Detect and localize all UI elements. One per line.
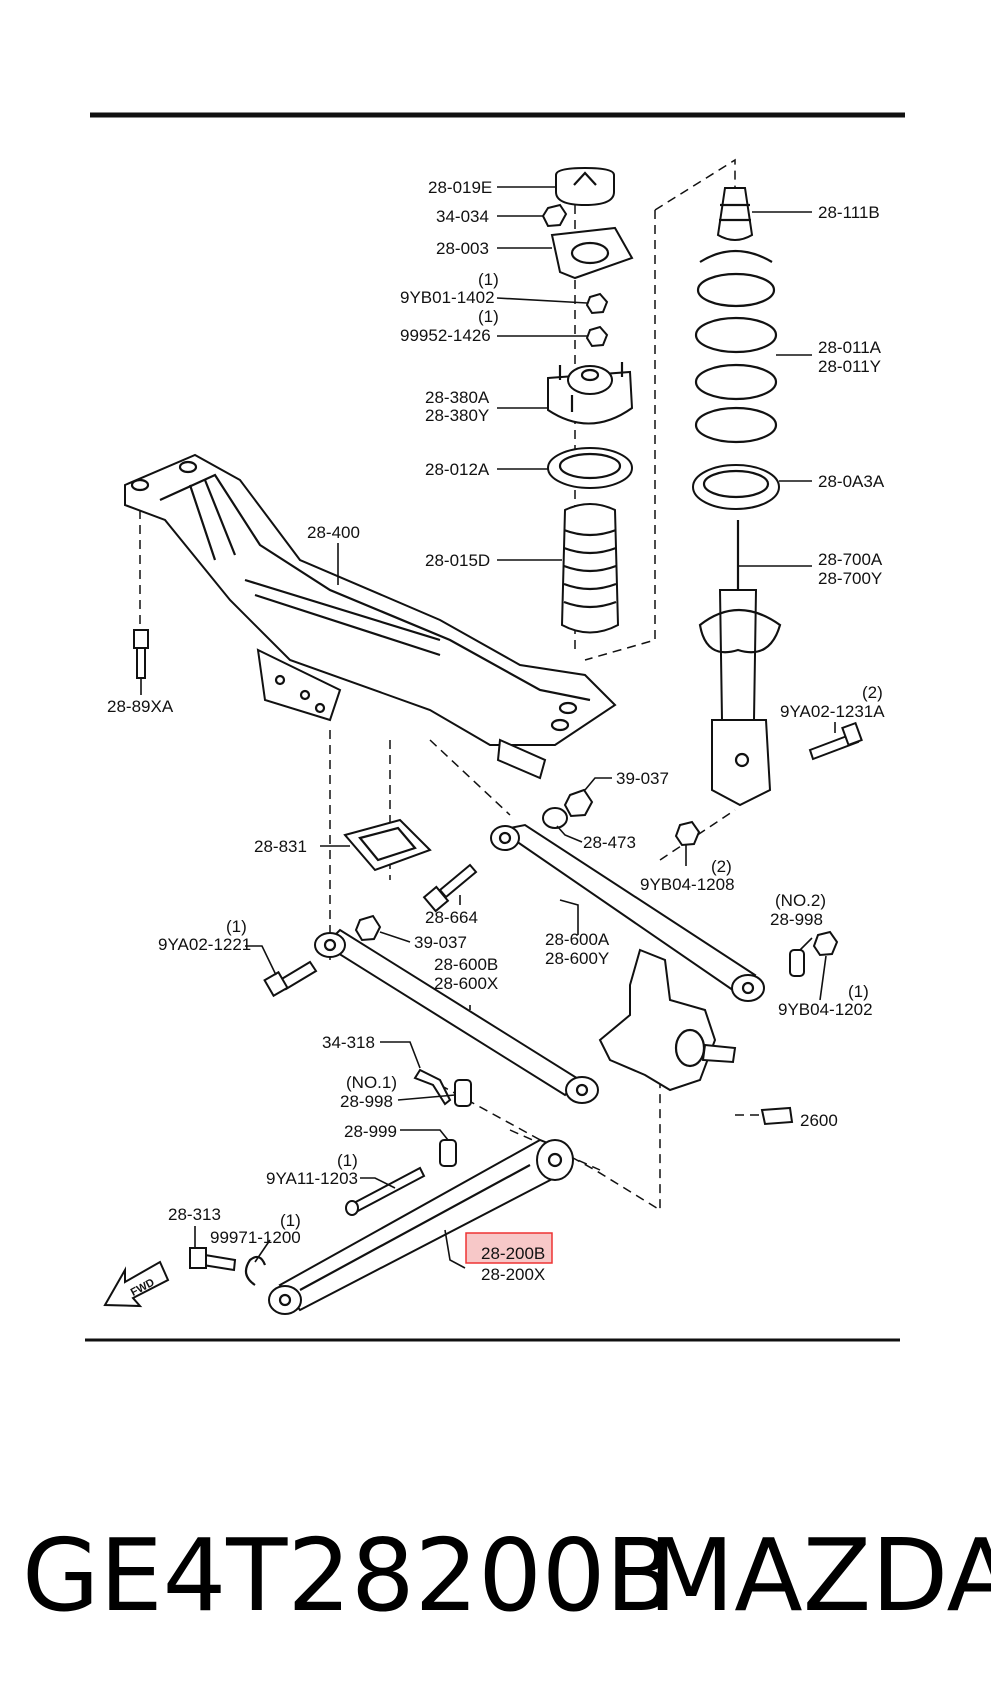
label-28-600B: 28-600B: [434, 955, 498, 974]
strut-mount-28-380: [547, 362, 634, 425]
caption-part-number: GE4T28200B: [22, 1517, 674, 1634]
label-qty-1c: (1): [226, 917, 247, 936]
nut-39-037-lower: [354, 914, 382, 942]
washer-28-998-no1: [454, 1079, 472, 1107]
label-qty-1d: (1): [848, 982, 869, 1001]
crossmember-28-400: [124, 453, 617, 780]
label-28-015D: 28-015D: [425, 551, 490, 570]
label-28-380Y: 28-380Y: [425, 406, 489, 425]
nut-9YB01-1402: [585, 292, 609, 315]
nut-34-034: [541, 203, 568, 228]
label-28-600A: 28-600A: [545, 930, 610, 949]
label-28-700Y: 28-700Y: [818, 569, 882, 588]
label-qty-1a: (1): [478, 270, 499, 289]
washer-28-998-no2: [789, 949, 805, 977]
bolt-9YA02-1221: [263, 960, 318, 998]
dust-boot-28-015D: [560, 503, 620, 634]
label-34-034: 34-034: [436, 207, 489, 226]
label-28-600X: 28-600X: [434, 974, 498, 993]
label-28-473: 28-473: [583, 833, 636, 852]
trailing-link-28-200B: [268, 1138, 574, 1315]
label-28-313: 28-313: [168, 1205, 221, 1224]
bolt-28-89XA: [133, 629, 149, 679]
bolt-9YA11-1203: [345, 1166, 426, 1216]
nut-9YB04-1202: [812, 930, 839, 957]
fwd-arrow: FWD: [103, 1260, 170, 1308]
bump-stop-28-111B: [716, 187, 754, 241]
label-28-0A3A: 28-0A3A: [818, 472, 885, 491]
label-9YB01-1402: 9YB01-1402: [400, 288, 495, 307]
label-28-012A: 28-012A: [425, 460, 490, 479]
label-2600: 2600: [800, 1111, 838, 1130]
label-39-037-lower: 39-037: [414, 933, 467, 952]
part-labels: 28-019E 34-034 28-003 (1) 9YB01-1402 (1)…: [107, 178, 885, 1284]
label-28-998-no1: 28-998: [340, 1092, 393, 1111]
label-9YA02-1221: 9YA02-1221: [158, 935, 251, 954]
label-qty-2a: (2): [862, 683, 883, 702]
label-no1: (NO.1): [346, 1073, 397, 1092]
label-28-019E: 28-019E: [428, 178, 492, 197]
bump-cap-28-019E: [555, 166, 615, 207]
clip-99971-1200: [244, 1255, 267, 1286]
leader-lines: [140, 186, 836, 1269]
label-99952-1426: 99952-1426: [400, 326, 491, 345]
label-9YB04-1202: 9YB04-1202: [778, 1000, 873, 1019]
label-9YA11-1203: 9YA11-1203: [266, 1169, 358, 1188]
label-28-111B: 28-111B: [818, 203, 880, 222]
bolt-9YA02-1231A: [808, 721, 863, 761]
label-28-998-no2: 28-998: [770, 910, 823, 929]
nut-99952-1426: [585, 325, 609, 348]
label-28-664: 28-664: [425, 908, 478, 927]
label-qty-1b: (1): [478, 307, 499, 326]
mount-plate-28-003: [550, 226, 634, 280]
label-39-037-upper: 39-037: [616, 769, 669, 788]
label-9YA02-1231A: 9YA02-1231A: [780, 702, 885, 721]
lateral-link-28-600B: [314, 928, 599, 1104]
shock-absorber-28-700: [698, 520, 782, 807]
label-28-011A: 28-011A: [818, 338, 882, 357]
label-28-600Y: 28-600Y: [545, 949, 609, 968]
label-99971-1200: 99971-1200: [210, 1228, 301, 1247]
knuckle: [598, 948, 737, 1092]
label-34-318: 34-318: [322, 1033, 375, 1052]
spring-seat-28-012A: [547, 447, 633, 489]
label-28-200X: 28-200X: [481, 1265, 545, 1284]
label-no2: (NO.2): [775, 891, 826, 910]
label-28-011Y: 28-011Y: [818, 357, 881, 376]
label-qty-2b: (2): [711, 857, 732, 876]
bolt-28-664: [422, 863, 478, 913]
label-28-200B: 28-200B: [481, 1244, 545, 1263]
label-qty-1e: (1): [337, 1151, 358, 1170]
bolt-28-313: [189, 1247, 237, 1272]
coil-spring-28-011: [694, 250, 778, 444]
nut-9YB04-1208: [674, 820, 701, 847]
spring-seat-28-0A3A: [692, 464, 780, 510]
nut-39-037-upper: [563, 788, 594, 818]
label-9YB04-1208: 9YB04-1208: [640, 875, 735, 894]
label-28-999: 28-999: [344, 1122, 397, 1141]
label-28-003: 28-003: [436, 239, 489, 258]
caption-brand: MAZDA: [648, 1517, 991, 1634]
plate-28-831: [343, 818, 432, 872]
label-28-89XA: 28-89XA: [107, 697, 174, 716]
lateral-link-28-600A: [490, 823, 765, 1002]
label-28-831: 28-831: [254, 837, 307, 856]
label-qty-1f: (1): [280, 1211, 301, 1230]
label-28-380A: 28-380A: [425, 388, 490, 407]
washer-28-473: [542, 807, 568, 829]
pointing-hand-icon: [760, 1106, 794, 1126]
washer-28-999: [439, 1139, 457, 1167]
label-28-400: 28-400: [307, 523, 360, 542]
highlight-box: [465, 1232, 553, 1264]
label-28-700A: 28-700A: [818, 550, 883, 569]
